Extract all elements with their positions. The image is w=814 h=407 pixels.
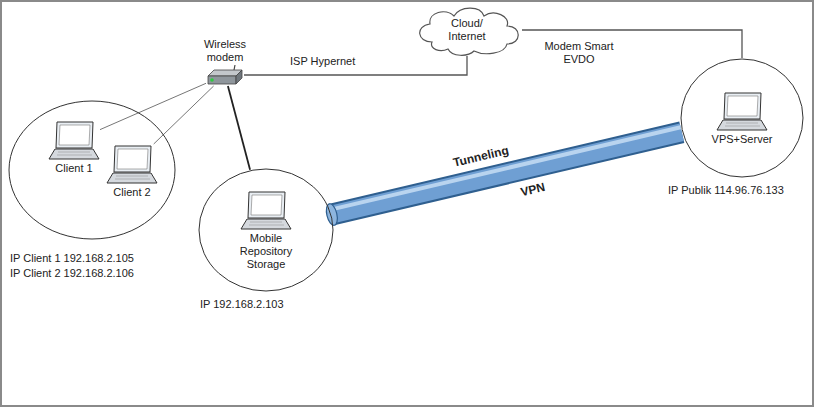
wifi-link: [154, 86, 214, 144]
wireless-modem: Wireless modem: [195, 30, 255, 86]
node-label: VPS+Server: [712, 133, 773, 146]
server-node: VPS+ServerIP Publik 114.96.76.133: [680, 58, 804, 178]
evdo-link: [522, 30, 742, 58]
laptop-icon: [48, 120, 100, 162]
node-label: Mobile Repository Storage: [230, 232, 302, 271]
modem-icon: [206, 64, 244, 86]
vpn-tunnel: [332, 132, 682, 214]
laptop-icon: [106, 144, 158, 186]
client-group: IP Client 1 192.168.2.105IP Client 2 192…: [8, 100, 176, 240]
client-laptop: Client 1: [44, 120, 104, 178]
node-content: Mobile Repository Storage: [198, 168, 334, 292]
ip-address: IP 192.168.2.103: [200, 298, 284, 311]
node-content: Cloud/ Internet: [412, 4, 522, 56]
isp-link: [244, 56, 467, 75]
laptop-icon: [240, 190, 292, 232]
node-content: VPS+Server: [680, 58, 804, 178]
ip-address: IP Client 1 192.168.2.105: [10, 252, 134, 265]
connector-label: Modem Smart EVDO: [536, 40, 622, 66]
repository-node: Mobile Repository StorageIP 192.168.2.10…: [198, 168, 334, 292]
content-stack: Cloud/ Internet: [439, 17, 495, 43]
ip-address: IP Client 2 192.168.2.106: [10, 267, 134, 280]
node-label: Client 1: [55, 162, 92, 175]
cloud-node: Cloud/ Internet: [412, 4, 522, 56]
node-label: Client 2: [113, 186, 150, 199]
tunnel-end: [324, 203, 339, 227]
tunnel-label: Tunneling: [452, 144, 510, 170]
tunnel-highlight: [331, 127, 681, 209]
ellipse-outline: [198, 168, 334, 292]
laptop-icon: [716, 91, 768, 133]
node-label: Wireless modem: [199, 38, 251, 64]
lan-link: [228, 86, 250, 170]
connector-label: ISP Hypernet: [288, 55, 357, 68]
connector-label: VPN: [519, 181, 546, 199]
content-stack: Mobile Repository Storage: [230, 190, 302, 271]
client-laptop: Client 2: [102, 144, 162, 202]
ip-address: IP Publik 114.96.76.133: [668, 184, 784, 197]
node-label: Cloud/ Internet: [439, 17, 495, 43]
tunnel-outline: [332, 132, 682, 214]
content-stack: VPS+Server: [712, 91, 773, 146]
